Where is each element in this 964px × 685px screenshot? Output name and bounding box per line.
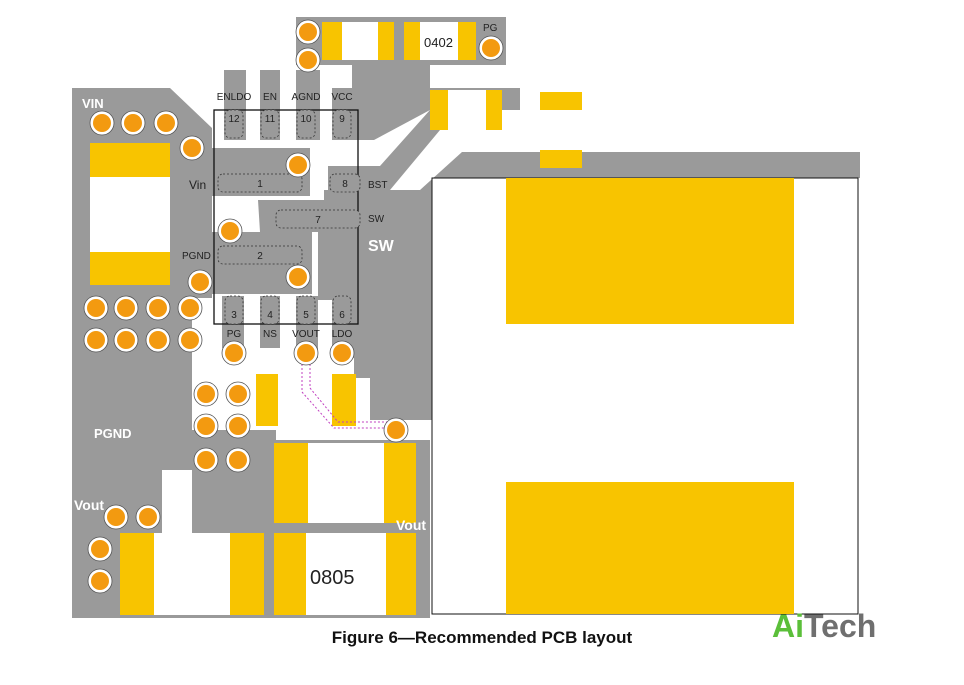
- package-0402-label: 0402: [424, 35, 453, 50]
- via: [181, 299, 199, 317]
- via: [289, 156, 307, 174]
- pin9-number: 9: [339, 114, 345, 125]
- via: [197, 451, 215, 469]
- pad-4: [260, 295, 280, 325]
- pin1-number: 1: [257, 179, 263, 190]
- via: [91, 540, 109, 558]
- via: [149, 331, 167, 349]
- pin7-number: 7: [315, 215, 321, 226]
- via: [387, 421, 405, 439]
- via: [157, 114, 175, 132]
- pin6-number: 6: [339, 310, 345, 321]
- pad-3: [224, 295, 244, 325]
- pin7-name: SW: [368, 214, 385, 225]
- pin10-number: 10: [300, 114, 312, 125]
- via: [191, 273, 209, 291]
- inductor-pad-bottom: [506, 482, 794, 614]
- pin12-number: 12: [228, 114, 240, 125]
- top-resistor-left: [322, 22, 394, 60]
- via: [91, 572, 109, 590]
- logo-part-tech: Tech: [804, 608, 877, 644]
- vin-capacitor: [90, 143, 170, 285]
- via: [139, 508, 157, 526]
- net-pgnd-label: PGND: [94, 426, 132, 441]
- pin6-name: LDO: [332, 329, 353, 340]
- copper-vcc-trace: [332, 64, 520, 140]
- via: [229, 451, 247, 469]
- pin5-name: VOUT: [292, 329, 320, 340]
- via: [181, 331, 199, 349]
- pin5-number: 5: [303, 310, 309, 321]
- pin3-number: 3: [231, 310, 237, 321]
- logo-part-ai: Ai: [772, 608, 804, 644]
- via: [229, 385, 247, 403]
- top-resistor-0402: [404, 22, 476, 60]
- copper-bst-trace: [328, 110, 440, 190]
- pad-6: [332, 295, 352, 325]
- copper-sw-trace: [258, 152, 860, 420]
- output-capacitor-top: [274, 443, 416, 523]
- via: [117, 331, 135, 349]
- ic-pads: [217, 109, 361, 325]
- via: [299, 23, 317, 41]
- pad-9: [332, 109, 352, 139]
- via: [197, 385, 215, 403]
- vcc-capacitor: [430, 90, 502, 130]
- output-capacitor-left: [120, 533, 264, 615]
- output-capacitor-0805: [274, 533, 416, 615]
- pad-2: [217, 245, 303, 265]
- pin11-name: EN: [263, 92, 277, 103]
- via: [299, 51, 317, 69]
- via: [482, 39, 500, 57]
- via: [229, 417, 247, 435]
- via: [117, 299, 135, 317]
- net-vout-right-label: Vout: [396, 517, 426, 533]
- feedback-trace: [301, 360, 396, 429]
- via: [333, 344, 351, 362]
- pin4-name: NS: [263, 329, 277, 340]
- pin3-name: PG: [227, 329, 242, 340]
- net-vin-label: VIN: [82, 96, 104, 111]
- net-sw-label: SW: [368, 238, 395, 255]
- via: [124, 114, 142, 132]
- pad-10: [296, 109, 316, 139]
- pad-1: [217, 173, 303, 193]
- via: [107, 508, 125, 526]
- pin9-name: VCC: [331, 92, 352, 103]
- via: [197, 417, 215, 435]
- pin8-name: BST: [368, 180, 387, 191]
- pad-12: [224, 109, 244, 139]
- vias: [83, 19, 504, 594]
- inductor-pad-top: [506, 178, 794, 324]
- net-pg-label: PG: [483, 23, 498, 34]
- pin4-number: 4: [267, 310, 273, 321]
- via: [297, 344, 315, 362]
- via: [149, 299, 167, 317]
- aitech-logo: AiTech: [772, 608, 876, 645]
- via: [93, 114, 111, 132]
- feedback-resistor: [256, 374, 356, 426]
- via: [87, 299, 105, 317]
- pin2-number: 2: [257, 251, 263, 262]
- pin1-name: Vin: [189, 178, 206, 192]
- figure-caption: Figure 6—Recommended PCB layout: [331, 628, 633, 647]
- pin2-name: PGND: [182, 251, 211, 262]
- via: [225, 344, 243, 362]
- pad-11: [260, 109, 280, 139]
- via: [221, 222, 239, 240]
- bst-capacitor: [540, 92, 582, 168]
- via: [183, 139, 201, 157]
- via: [87, 331, 105, 349]
- pad-8: [329, 173, 361, 193]
- via: [289, 268, 307, 286]
- pin8-number: 8: [342, 179, 348, 190]
- pin11-number: 11: [265, 114, 276, 125]
- net-vout-left-label: Vout: [74, 497, 104, 513]
- package-0805-label: 0805: [310, 567, 355, 589]
- pad-5: [296, 295, 316, 325]
- pin10-name: AGND: [292, 92, 321, 103]
- pin12-name: ENLDO: [217, 92, 252, 103]
- pad-7: [275, 209, 361, 229]
